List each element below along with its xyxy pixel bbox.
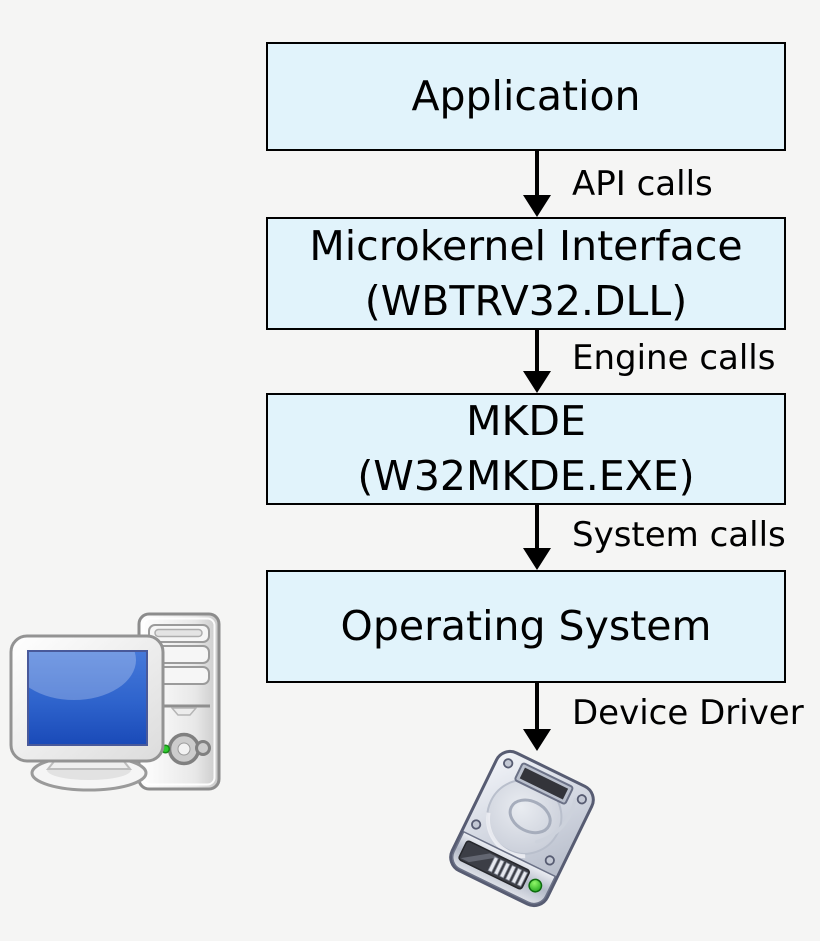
arrow-system-calls xyxy=(523,505,551,570)
arrow-head-icon xyxy=(523,548,551,570)
arrow-head-icon xyxy=(523,371,551,393)
box-mkde-label-line2: (W32MKDE.EXE) xyxy=(357,452,695,500)
computer-icon-container xyxy=(2,598,224,798)
arrow-head-icon xyxy=(523,729,551,751)
box-application: Application xyxy=(266,42,786,151)
box-operating-system: Operating System xyxy=(266,570,786,683)
arrow-label-api-calls: API calls xyxy=(572,164,713,204)
hdd-led-icon xyxy=(528,878,543,893)
arrow-shaft xyxy=(535,683,539,729)
arrow-api-calls xyxy=(523,151,551,217)
hdd-label-slot xyxy=(514,762,574,805)
hard-disk-icon xyxy=(449,749,595,908)
arrow-shaft xyxy=(535,151,539,195)
hdd-connector-pins xyxy=(487,856,528,887)
box-microkernel-interface-label-line2: (WBTRV32.DLL) xyxy=(364,276,688,325)
arrow-device-driver xyxy=(523,683,551,751)
box-microkernel-interface: Microkernel Interface (WBTRV32.DLL) xyxy=(266,217,786,330)
box-application-label: Application xyxy=(411,72,641,121)
computer-monitor xyxy=(9,634,165,792)
box-mkde-label-line1: MKDE xyxy=(466,397,586,446)
monitor-screen xyxy=(27,650,148,746)
box-operating-system-label: Operating System xyxy=(340,602,712,651)
arrow-head-icon xyxy=(523,195,551,217)
arrow-label-system-calls: System calls xyxy=(572,515,786,555)
arrow-label-engine-calls: Engine calls xyxy=(572,338,776,378)
box-microkernel-interface-label-line1: Microkernel Interface xyxy=(309,221,743,270)
arrow-engine-calls xyxy=(523,330,551,393)
hard-disk-icon-container xyxy=(449,749,595,908)
box-mkde: MKDE (W32MKDE.EXE) xyxy=(266,393,786,505)
computer-icon xyxy=(9,612,221,792)
hdd-screws xyxy=(471,758,587,866)
hdd-front-face xyxy=(451,830,557,905)
arrow-label-device-driver: Device Driver xyxy=(572,693,804,733)
arrow-shaft xyxy=(535,505,539,548)
arrow-shaft xyxy=(535,330,539,371)
